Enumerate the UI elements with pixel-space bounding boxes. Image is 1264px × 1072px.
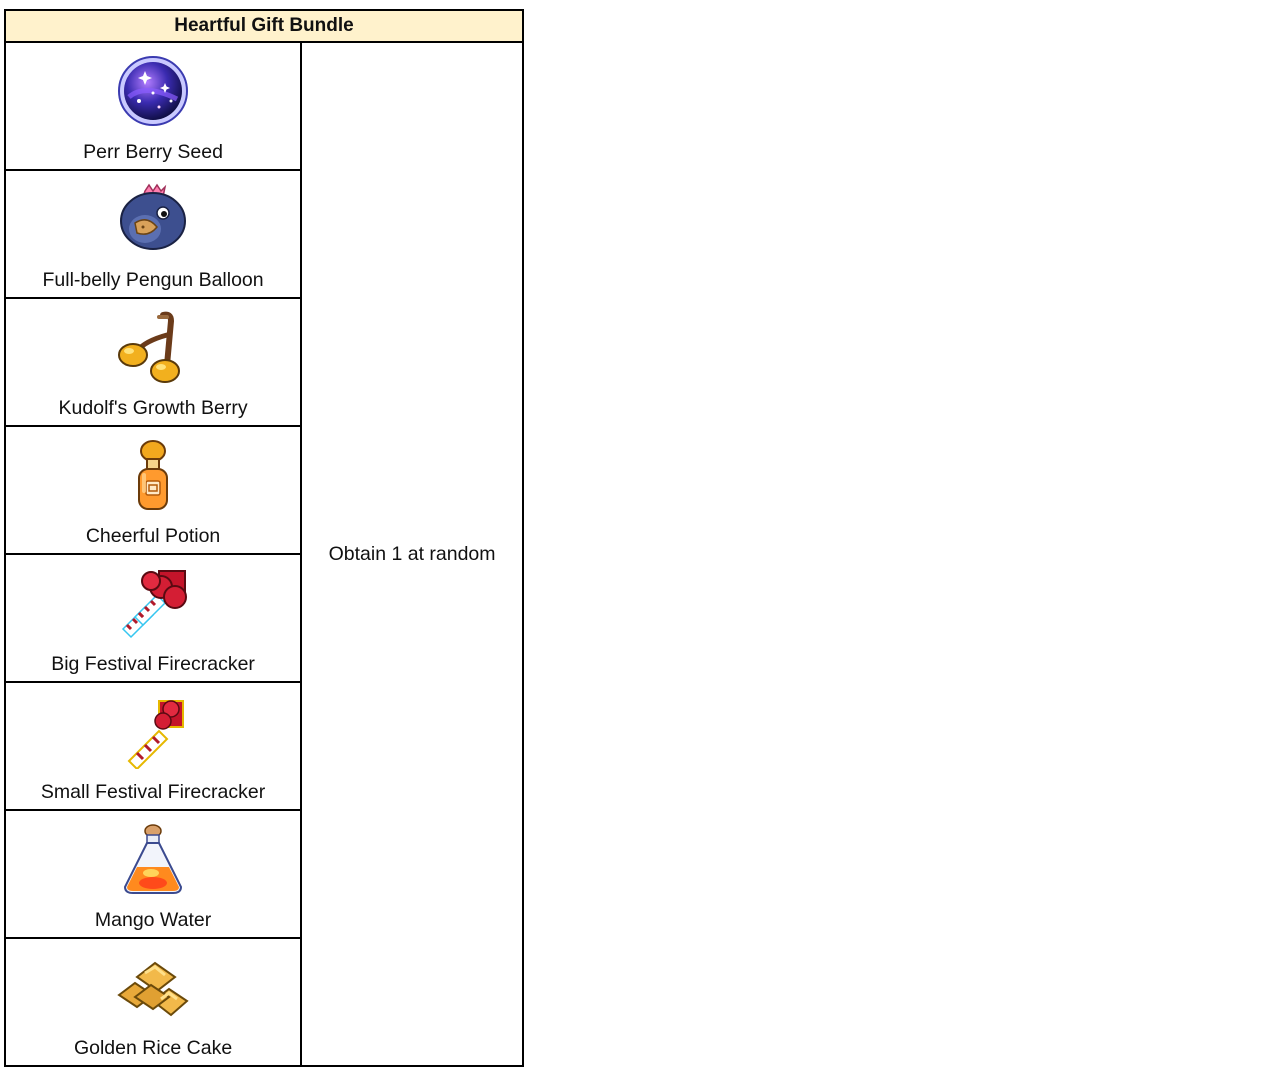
bundle-title: Heartful Gift Bundle [4, 9, 524, 43]
small-firecracker-icon [115, 693, 191, 769]
item-label: Golden Rice Cake [73, 1037, 233, 1059]
galaxy-orb-icon [115, 53, 191, 129]
item-label: Perr Berry Seed [83, 141, 223, 163]
table-row: Kudolf's Growth Berry [3, 297, 523, 427]
item-cell-golden-rice-cake: Golden Rice Cake [3, 937, 303, 1067]
table-row: Mango Water [3, 809, 523, 939]
item-cell-cheerful-potion: Cheerful Potion [3, 425, 303, 555]
item-cell-growth-berry: Kudolf's Growth Berry [3, 297, 303, 427]
orange-potion-icon [115, 437, 191, 513]
item-label: Full-belly Pengun Balloon [42, 269, 264, 291]
item-label: Small Festival Firecracker [40, 781, 266, 803]
table-row: Full-belly Pengun Balloon [3, 169, 523, 299]
item-cell-big-firecracker: Big Festival Firecracker [3, 553, 303, 683]
rice-cake-icon [115, 949, 191, 1025]
table-row: Perr Berry Seed Obtain 1 at random [3, 41, 524, 1067]
item-cell-pengun-balloon: Full-belly Pengun Balloon [3, 169, 303, 299]
item-label: Kudolf's Growth Berry [58, 397, 248, 419]
item-label: Mango Water [94, 909, 212, 931]
gift-bundle-table: Heartful Gift Bundle [3, 9, 524, 1067]
golden-berry-icon [115, 309, 191, 385]
penguin-balloon-icon [115, 181, 191, 257]
item-cell-perr-berry-seed: Perr Berry Seed [3, 41, 303, 171]
big-firecracker-icon [115, 565, 191, 641]
item-label: Big Festival Firecracker [51, 653, 255, 675]
table-row: Golden Rice Cake [3, 937, 523, 1067]
table-row: Small Festival Firecracker [3, 681, 523, 811]
mango-flask-icon [115, 821, 191, 897]
table-row: Big Festival Firecracker [3, 553, 523, 683]
random-note: Obtain 1 at random [300, 41, 524, 1067]
table-row: Cheerful Potion [3, 425, 523, 555]
item-label: Cheerful Potion [85, 525, 221, 547]
bundle-header-row: Heartful Gift Bundle [4, 9, 524, 43]
item-cell-mango-water: Mango Water [3, 809, 303, 939]
item-cell-small-firecracker: Small Festival Firecracker [3, 681, 303, 811]
